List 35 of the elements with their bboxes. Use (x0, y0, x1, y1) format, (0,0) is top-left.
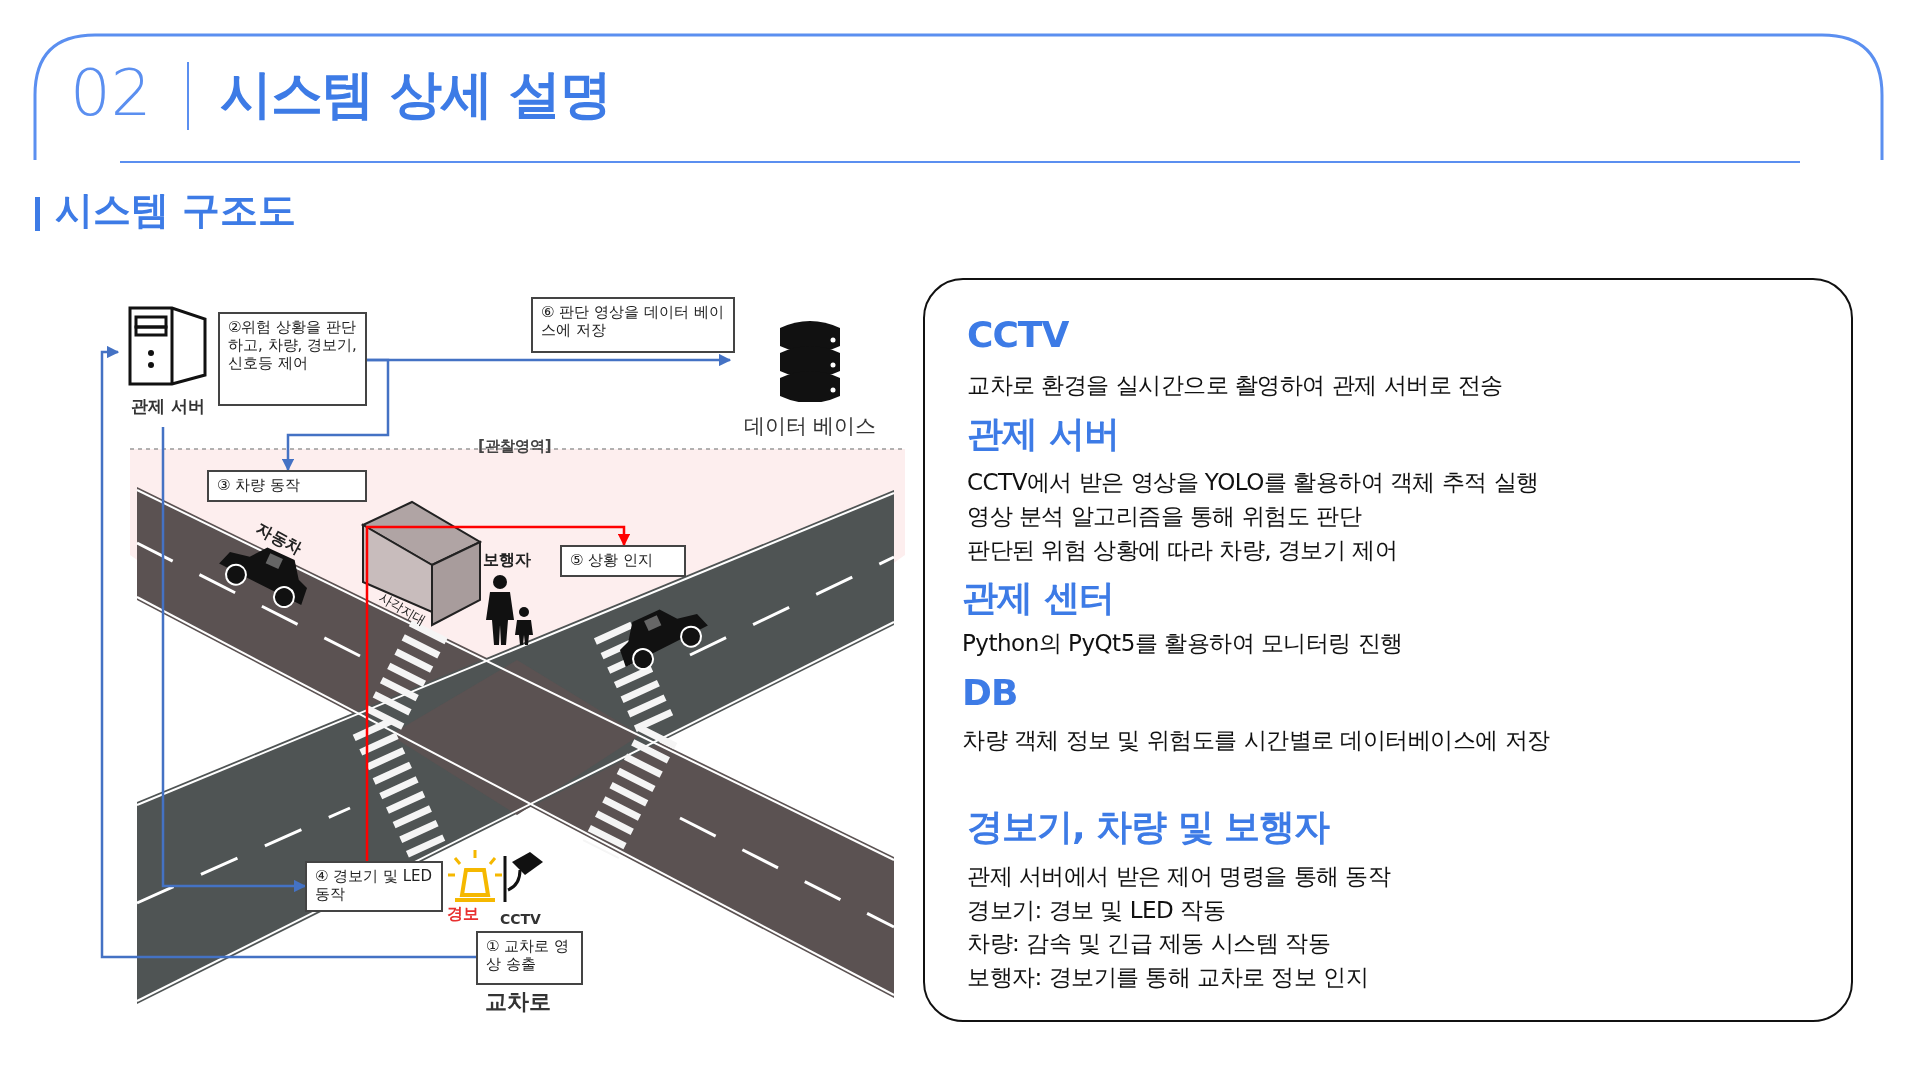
panel-heading: 관제 서버 (967, 412, 1119, 456)
info-panel (923, 278, 1853, 1022)
panel-text: 교차로 환경을 실시간으로 촬영하여 관제 서버로 전송 (967, 371, 1503, 400)
page-title: 시스템 상세 설명 (220, 63, 612, 126)
arrow (161, 427, 307, 893)
panel-text: 관제 서버에서 받은 제어 명령을 통해 동작 (967, 862, 1391, 891)
panel-text: 차량: 감속 및 긴급 제동 시스템 작동 (967, 929, 1331, 958)
drawing-label: [관찰영역] (478, 438, 552, 455)
step-box: ④ 경보기 및 LED 동작 (305, 861, 443, 912)
section-heading: 시스템 구조도 (55, 190, 297, 232)
drawing-label: 보행자 (483, 551, 531, 569)
panel-heading: CCTV (967, 314, 1069, 355)
step-box: ① 교차로 영상 송출 (476, 931, 583, 985)
step-box: ③ 차량 동작 (207, 470, 367, 502)
drawing-label: CCTV (500, 912, 541, 928)
panel-text: 판단된 위험 상황에 따라 차량, 경보기 제어 (967, 536, 1398, 565)
step-box: ⑤ 상황 인지 (560, 545, 686, 577)
panel-text: CCTV에서 받은 영상을 YOLO를 활용하여 객체 추적 실행 (967, 468, 1539, 497)
panel-heading: 관제 센터 (962, 576, 1114, 620)
arrow (365, 525, 631, 861)
panel-text: 차량 객체 정보 및 위험도를 시간별로 데이터베이스에 저장 (962, 726, 1550, 755)
server-label: 관제 서버 (131, 395, 205, 418)
step-box: ⑥ 판단 영상을 데이터 베이스에 저장 (531, 297, 735, 353)
section-number: 02 (70, 58, 152, 129)
panel-text: Python의 PyQt5를 활용하여 모니터링 진행 (962, 629, 1403, 658)
panel-heading: DB (962, 672, 1018, 713)
panel-text: 경보기: 경보 및 LED 작동 (967, 896, 1226, 925)
database-label: 데이터 베이스 (743, 413, 877, 440)
arrow (281, 358, 390, 472)
panel-text: 보행자: 경보기를 통해 교차로 정보 인지 (967, 963, 1369, 992)
arrow (100, 345, 476, 959)
panel-text: 영상 분석 알고리즘을 통해 위험도 판단 (967, 502, 1362, 531)
step-box: ②위험 상황을 판단하고, 차량, 경보기, 신호등 제어 (218, 312, 367, 406)
panel-heading: 경보기, 차량 및 보행자 (967, 805, 1330, 849)
drawing-label: 경보 (447, 905, 479, 923)
